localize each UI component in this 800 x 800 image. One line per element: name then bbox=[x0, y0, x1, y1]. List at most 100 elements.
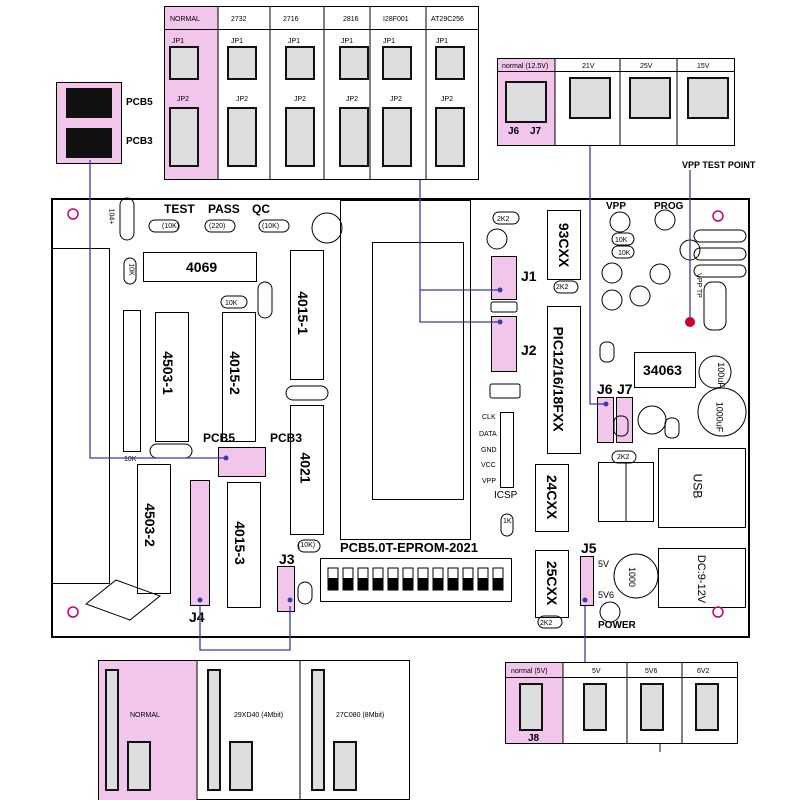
jp-col-i28f001: I28F001 bbox=[383, 16, 409, 23]
r-10k: 10K bbox=[124, 456, 137, 463]
r-test: (10K) bbox=[162, 223, 180, 230]
eprom-inner-outline bbox=[372, 242, 464, 500]
icsp-header bbox=[500, 412, 514, 488]
r-2k2: 2K2 bbox=[497, 216, 510, 223]
chip-4503-2: 4503-2 bbox=[137, 464, 171, 594]
j8-col-5v6: 5V6 bbox=[645, 668, 658, 675]
jp2-label: JP2 bbox=[177, 96, 190, 103]
jp1-label: JP1 bbox=[231, 38, 244, 45]
resistor-array bbox=[123, 310, 141, 452]
vpp-col-25v: 25V bbox=[640, 63, 653, 70]
r-qc: (10K) bbox=[262, 223, 280, 230]
jp1-label: JP1 bbox=[288, 38, 301, 45]
jumper-pcb[interactable] bbox=[218, 447, 266, 477]
r-10k: 10K bbox=[615, 237, 628, 244]
prog-led-label: PROG bbox=[654, 201, 684, 212]
j7-board-label: J7 bbox=[617, 381, 633, 397]
jp-col-2716: 2716 bbox=[283, 16, 299, 23]
r-10k: 10K bbox=[225, 300, 238, 307]
jp-col-normal: NORMAL bbox=[170, 16, 200, 23]
chip-4021: 4021 bbox=[290, 405, 324, 535]
jumper-j5[interactable] bbox=[580, 556, 594, 606]
icsp-pin: CLK bbox=[482, 414, 496, 421]
vpp-config-table bbox=[497, 58, 735, 146]
jp1-label: JP1 bbox=[436, 38, 449, 45]
vpp-led-label: VPP bbox=[606, 201, 627, 212]
chip-93cxx: 93CXX bbox=[547, 210, 581, 280]
jp2-label: JP2 bbox=[441, 96, 454, 103]
j8-col-6v2: 6V2 bbox=[697, 668, 710, 675]
dc-jack: DC:9-12V bbox=[658, 548, 746, 608]
icsp-label: ICSP bbox=[494, 490, 518, 501]
r-pass: (220) bbox=[209, 223, 226, 230]
vpp-test-point-marker bbox=[685, 317, 695, 327]
r-2k2: 2K2 bbox=[540, 620, 553, 627]
j5-5v: 5V bbox=[598, 559, 610, 569]
pcb3-label: PCB3 bbox=[126, 136, 153, 147]
r-10k: 10K bbox=[618, 250, 631, 257]
j34-29xd40: 29XD40 (4Mbit) bbox=[234, 712, 284, 719]
r-1k: 1K bbox=[503, 518, 512, 525]
j34-normal: NORMAL bbox=[130, 712, 160, 719]
r-2k2: 2K2 bbox=[617, 454, 630, 461]
icsp-pin: DATA bbox=[479, 431, 497, 438]
j5-5v6: 5V6 bbox=[598, 590, 615, 600]
jp2-label: JP2 bbox=[294, 96, 307, 103]
jp-col-2732: 2732 bbox=[231, 16, 247, 23]
chip-24cxx: 24CXX bbox=[535, 464, 569, 532]
j8-config-table bbox=[505, 662, 738, 744]
vpp-col-15v: 15V bbox=[697, 63, 710, 70]
chip-4015-3: 4015-3 bbox=[227, 482, 261, 608]
usb-port: USB bbox=[658, 448, 746, 528]
pcb5-jumper-icon bbox=[66, 88, 112, 118]
vpp-col-normal: normal (12.5V) bbox=[502, 63, 549, 70]
power-led-label: POWER bbox=[598, 620, 636, 631]
pcb3-jumper-icon bbox=[66, 128, 112, 158]
qc-label: QC bbox=[252, 202, 270, 216]
jumper-j1[interactable] bbox=[491, 256, 517, 300]
jp-config-table bbox=[164, 6, 479, 180]
vpp-col-21v: 21V bbox=[582, 63, 595, 70]
icsp-pin: VPP bbox=[482, 478, 497, 485]
pcb-legend-box bbox=[56, 82, 122, 164]
j34-27c080: 27C080 (8Mbit) bbox=[336, 712, 385, 719]
chip-4503-1: 4503-1 bbox=[155, 312, 189, 442]
pass-label: PASS bbox=[208, 202, 240, 216]
jp2-label: JP2 bbox=[346, 96, 359, 103]
jp-col-2816: 2816 bbox=[343, 16, 359, 23]
jp-col-at29c256: AT29C256 bbox=[431, 16, 464, 23]
vpp-test-point-label: VPP TEST POINT bbox=[682, 160, 756, 170]
test-label: TEST bbox=[164, 202, 195, 216]
icsp-pin: GND bbox=[481, 447, 497, 454]
j8-label: J8 bbox=[528, 733, 540, 744]
jp2-label: JP2 bbox=[236, 96, 249, 103]
j1-label: J1 bbox=[521, 268, 537, 284]
jumper-j4[interactable] bbox=[190, 480, 210, 606]
jp1-label: JP1 bbox=[172, 38, 185, 45]
chip-4015-1: 4015-1 bbox=[290, 250, 324, 380]
j2-label: J2 bbox=[521, 342, 537, 358]
j4-label: J4 bbox=[189, 609, 205, 625]
jumper-j2[interactable] bbox=[491, 316, 517, 372]
j3-label: J3 bbox=[279, 551, 295, 567]
j8-col-normal: normal (5V) bbox=[511, 668, 548, 675]
pcb5-label: PCB5 bbox=[126, 97, 153, 108]
j5-label: J5 bbox=[581, 540, 597, 556]
j6-board-label: J6 bbox=[597, 381, 613, 397]
jp2-label: JP2 bbox=[390, 96, 403, 103]
j8-col-5v: 5V bbox=[592, 668, 601, 675]
vpp-j6-label: J6 bbox=[508, 126, 520, 137]
chip-25cxx: 25CXX bbox=[535, 550, 569, 618]
chip-34063: 34063 bbox=[634, 352, 696, 388]
jumper-j6[interactable] bbox=[597, 397, 614, 443]
chip-4069: 4069 bbox=[143, 252, 257, 282]
jumper-j7[interactable] bbox=[616, 397, 633, 443]
jp1-label: JP1 bbox=[383, 38, 396, 45]
r-2k2: 2K2 bbox=[556, 284, 569, 291]
jp-table-header-row bbox=[164, 6, 479, 30]
jp1-label: JP1 bbox=[341, 38, 354, 45]
r-10k: (10K) bbox=[298, 542, 316, 549]
left-header bbox=[52, 248, 110, 584]
icsp-pin: VCC bbox=[481, 462, 496, 469]
